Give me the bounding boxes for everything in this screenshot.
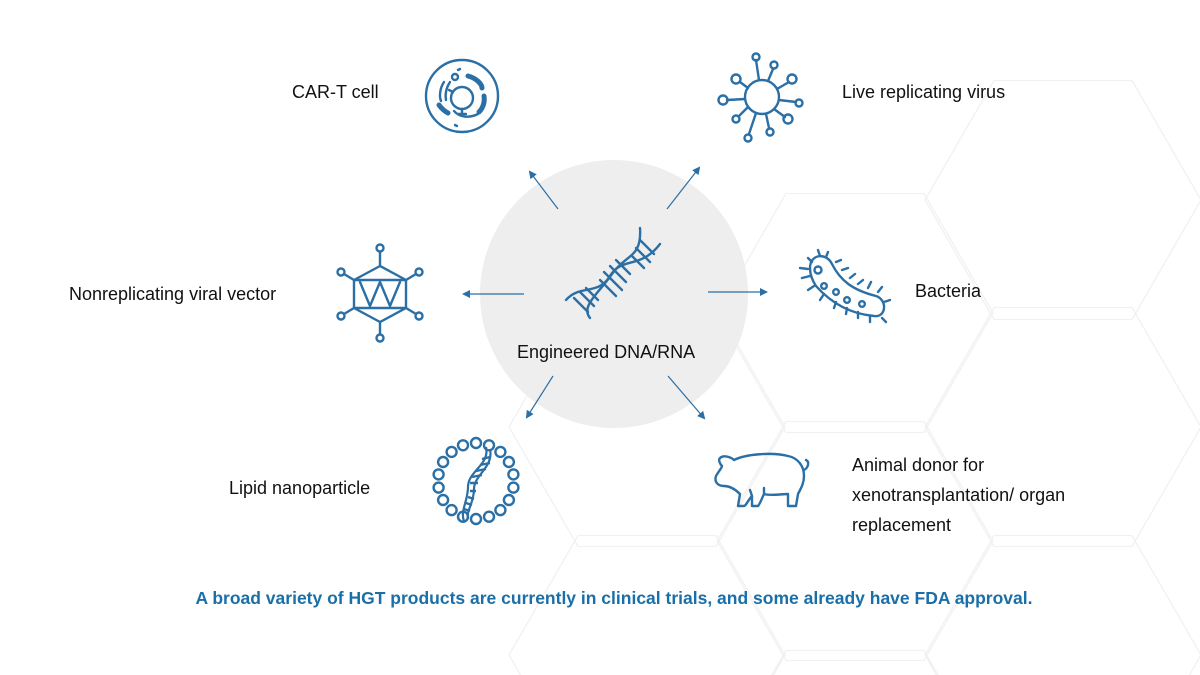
node-label-animal-line-3: replacement (852, 515, 952, 535)
lipid-bead (502, 455, 516, 469)
background-hexagon (924, 306, 1200, 548)
lipid-bead (469, 436, 483, 450)
lipid-bead (432, 481, 445, 494)
capsid-icon (336, 242, 424, 343)
lipid-bead (436, 455, 450, 469)
node-label-viral-vector: Nonreplicating viral vector (69, 284, 277, 304)
lipid-bead (432, 468, 445, 481)
background-hexagon (924, 534, 1200, 675)
node-label-animal-line-1: Animal donor for (852, 455, 985, 475)
bacterium-icon (796, 242, 892, 332)
node-label-car-t: CAR-T cell (292, 82, 379, 102)
lipid-bead (436, 493, 450, 507)
node-label-lipid: Lipid nanoparticle (229, 478, 371, 498)
footer-caption: A broad variety of HGT products are curr… (195, 588, 1033, 608)
virus-icon (716, 52, 804, 143)
background-hexagon (924, 79, 1200, 321)
lipid-nanoparticle-icon (430, 435, 522, 527)
lipid-bead (494, 503, 507, 517)
dna-helix-icon (560, 218, 670, 328)
lipid-bead (507, 481, 520, 494)
lipid-bead (445, 503, 458, 517)
lipid-bead (494, 445, 507, 459)
background-hexagon (508, 534, 786, 675)
cell-icon (424, 56, 500, 136)
background-hexagon (771, 649, 939, 675)
lipid-bead (482, 510, 496, 523)
center-label: Engineered DNA/RNA (517, 342, 696, 362)
node-label-live-virus: Live replicating virus (842, 82, 1006, 102)
node-label-animal-line-2: xenotransplantation/ organ (852, 485, 1066, 505)
lipid-bead (469, 512, 483, 526)
pig-icon (712, 448, 812, 512)
lipid-bead (502, 493, 516, 507)
background-hexagon (716, 420, 994, 662)
lipid-bead (456, 439, 470, 452)
lipid-bead (445, 445, 458, 459)
node-label-bacteria: Bacteria (915, 281, 982, 301)
lipid-bead (507, 468, 520, 481)
